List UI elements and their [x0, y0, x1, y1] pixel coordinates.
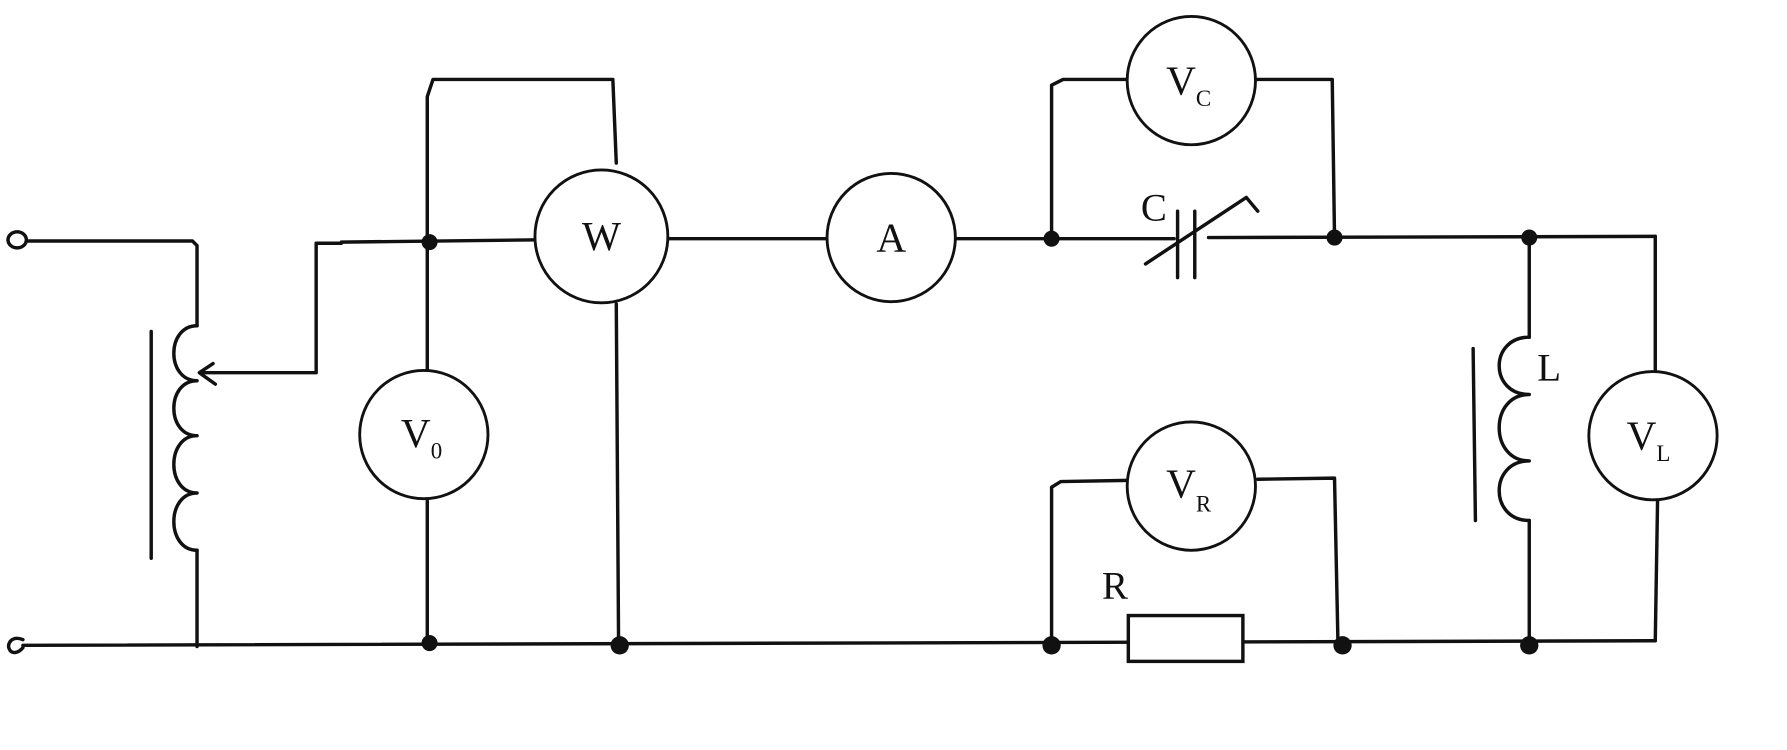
inductor-label: L	[1537, 347, 1561, 390]
vl-wire-bottom	[1653, 499, 1660, 643]
wattmeter-label: W	[582, 213, 621, 259]
capacitor-label: C	[1141, 186, 1167, 229]
wattmeter-return-wire	[614, 302, 621, 646]
junction-node	[1043, 230, 1060, 247]
wattmeter: W	[533, 168, 670, 305]
vr-label: VR	[1166, 461, 1212, 517]
vr-wire-right	[1256, 476, 1340, 645]
junction-node	[1521, 229, 1538, 246]
capacitor-c: C	[1141, 186, 1260, 280]
wattmeter-voltage-loop	[425, 77, 619, 244]
junction-node	[1042, 636, 1061, 655]
resistor-label: R	[1102, 564, 1128, 607]
junction-node	[421, 234, 438, 251]
resistor-r: R	[1102, 564, 1245, 664]
junction-node	[421, 635, 438, 652]
junction-node	[1326, 229, 1343, 246]
junction-node	[1333, 636, 1352, 655]
ammeter-label: A	[876, 214, 906, 260]
ammeter: A	[825, 171, 957, 304]
top-wire-1	[339, 238, 541, 244]
junction-node	[610, 636, 629, 655]
vc-wire-right	[1252, 77, 1337, 240]
voltmeter-vc: VC	[1125, 15, 1257, 147]
variable-capacitor-arrow-icon	[1143, 195, 1260, 266]
input-terminal-bottom	[6, 636, 25, 655]
vr-wire-left	[1049, 478, 1131, 645]
v0-label: V0	[401, 410, 442, 463]
vl-label: VL	[1627, 412, 1671, 465]
wiper-arrow-icon	[197, 361, 218, 386]
junction-node	[1520, 636, 1539, 655]
voltmeter-v0: V0	[358, 368, 490, 501]
bottom-rail	[21, 639, 1657, 648]
vc-label: VC	[1166, 57, 1211, 110]
inductor-core-line	[1471, 346, 1478, 523]
top-wire-4	[1206, 234, 1657, 240]
voltmeter-vl: VL	[1587, 370, 1719, 502]
input-terminal-top	[6, 230, 29, 250]
inductor-l: L	[1471, 235, 1561, 643]
autotransformer	[25, 239, 344, 649]
voltmeter-vr: VR	[1125, 420, 1257, 552]
vc-wire-left	[1049, 77, 1133, 241]
